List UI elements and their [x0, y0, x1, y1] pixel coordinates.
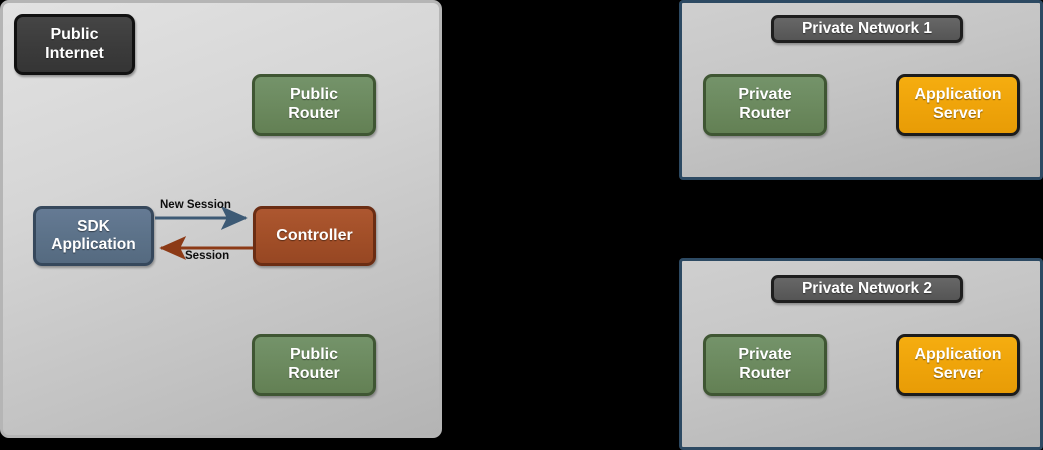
- text-line-1: Public: [289, 86, 338, 104]
- node-label-application-server-1: Application Server: [910, 86, 1005, 123]
- text-line-2: Router: [739, 105, 791, 122]
- edge-label-new-session: New Session: [160, 199, 231, 211]
- node-label-sdk-application: SDK Application: [47, 218, 139, 254]
- private-network-2-panel: Private Network 2 Private Router Applica…: [679, 258, 1043, 450]
- text-line-1: SDK: [77, 218, 110, 236]
- node-public-internet[interactable]: Public Internet: [14, 14, 135, 75]
- text-line-2: Server: [933, 105, 983, 122]
- text-line-2: Router: [288, 105, 340, 122]
- public-internet-panel: Public Internet Public Router Public Rou…: [0, 0, 442, 438]
- node-label-public-router-top: Public Router: [284, 86, 344, 123]
- text-line-1: Private: [738, 346, 792, 364]
- node-application-server-2[interactable]: Application Server: [896, 334, 1020, 396]
- text-line-2: Server: [933, 365, 983, 382]
- node-public-router-top[interactable]: Public Router: [252, 74, 376, 136]
- text-line-1: Public: [50, 25, 99, 43]
- text-line-2: Router: [739, 365, 791, 382]
- node-label-application-server-2: Application Server: [910, 346, 1005, 383]
- node-label-public-router-bottom: Public Router: [284, 346, 344, 383]
- node-public-router-bottom[interactable]: Public Router: [252, 334, 376, 396]
- node-label-public-internet: Public Internet: [41, 26, 108, 63]
- text-line-2: Internet: [45, 44, 104, 62]
- text-line-2: Router: [288, 365, 340, 382]
- text-line-2: Application: [51, 236, 136, 253]
- text-line-1: Application: [914, 346, 1002, 364]
- private-network-2-title-badge: Private Network 2: [771, 275, 963, 303]
- node-label-controller: Controller: [276, 226, 353, 244]
- text-line-1: Application: [914, 86, 1002, 104]
- node-label-private-router-2: Private Router: [734, 346, 795, 383]
- edge-label-session: Session: [185, 250, 230, 262]
- node-label-private-router-1: Private Router: [734, 86, 795, 123]
- private-network-2-title: Private Network 2: [801, 280, 933, 298]
- text-line-1: Private: [738, 86, 792, 104]
- node-controller[interactable]: Controller: [253, 206, 376, 266]
- node-private-router-1[interactable]: Private Router: [703, 74, 827, 136]
- private-network-1-title-badge: Private Network 1: [771, 15, 963, 43]
- private-network-1-panel: Private Network 1 Private Router Applica…: [679, 0, 1043, 180]
- private-network-1-title: Private Network 1: [801, 20, 933, 38]
- node-application-server-1[interactable]: Application Server: [896, 74, 1020, 136]
- node-sdk-application[interactable]: SDK Application: [33, 206, 154, 266]
- text-line-1: Public: [289, 346, 338, 364]
- node-private-router-2[interactable]: Private Router: [703, 334, 827, 396]
